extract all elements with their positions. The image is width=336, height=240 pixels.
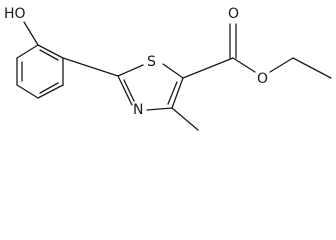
nitrogen-label: N: [133, 102, 143, 118]
ethyl-bond: [269, 57, 294, 73]
hydroxyl-label: HO: [4, 6, 26, 22]
ethyl-bond: [292, 57, 332, 79]
ring-bond: [146, 107, 173, 111]
sulfur-label: S: [147, 54, 156, 70]
ring-bond: [16, 44, 39, 59]
molecule-drawing: HO S N O O: [4, 6, 332, 131]
structure-diagram: HO S N O O: [4, 6, 332, 131]
thiazole-ring: [117, 63, 184, 111]
ring-bond: [117, 75, 133, 106]
aryl-link-bond: [62, 57, 119, 77]
ring-bond: [117, 64, 144, 77]
ring-double-bond: [39, 49, 59, 61]
carbonyl-oxygen-label: O: [228, 6, 239, 22]
ester-oxygen-bond: [232, 57, 256, 73]
ring-double-bond: [167, 81, 178, 105]
ring-bond: [37, 44, 64, 59]
ring-bond: [16, 84, 39, 99]
ring-bond: [37, 84, 64, 99]
ring-double-bond: [39, 82, 59, 94]
ring-double-bond: [123, 79, 135, 102]
phenol-ring: [16, 44, 64, 99]
hydroxyl-bond: [23, 21, 39, 46]
ring-bond: [171, 77, 184, 109]
ester-oxygen-label: O: [257, 71, 268, 87]
ester-bond: [182, 57, 234, 79]
ring-bond: [162, 63, 184, 79]
methyl-bond: [171, 107, 199, 131]
